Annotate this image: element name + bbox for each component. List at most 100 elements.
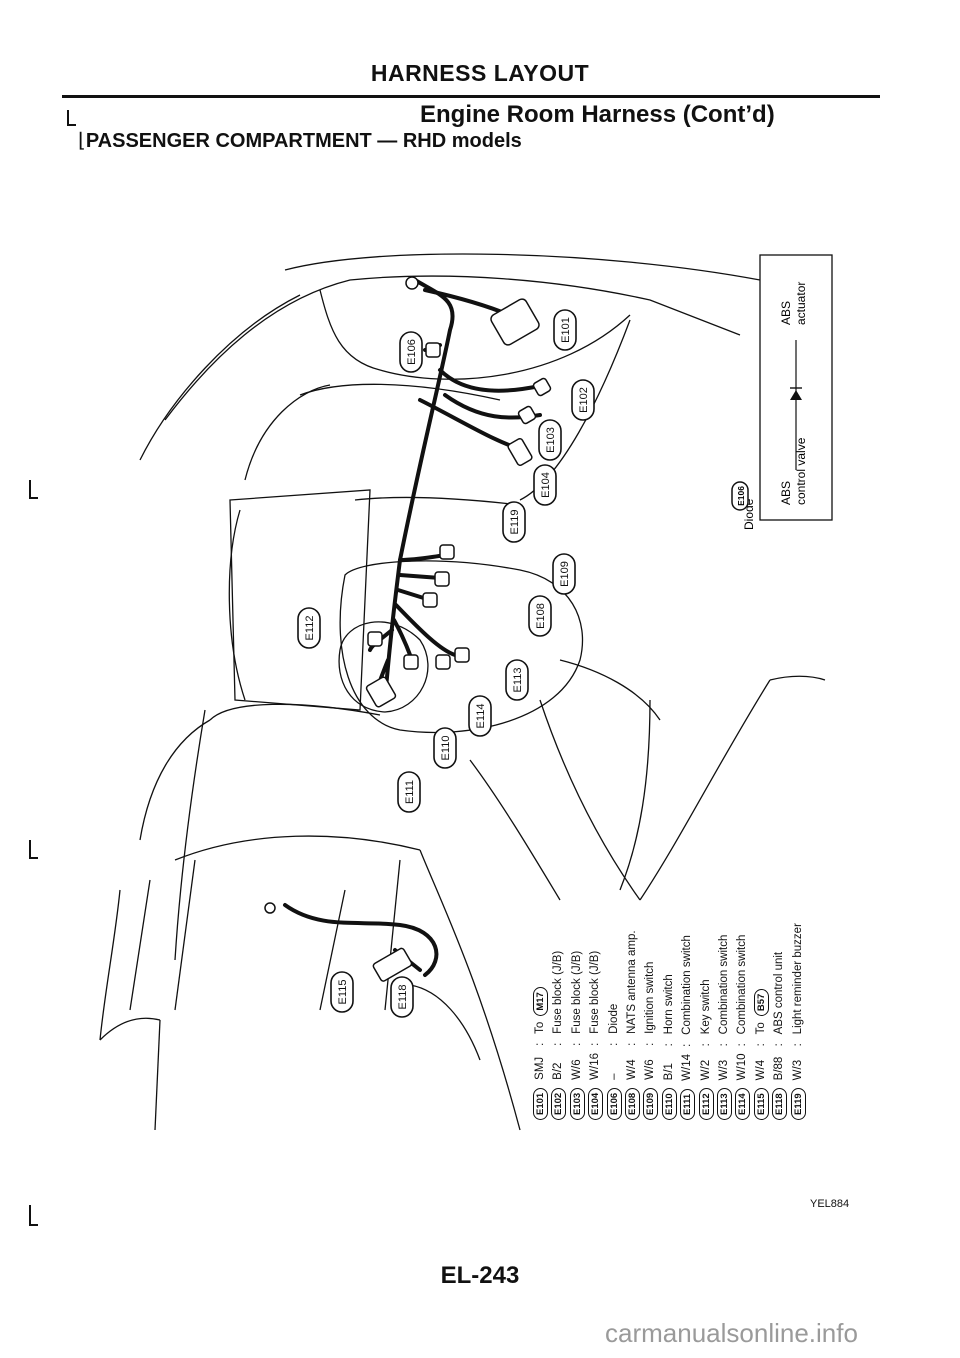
legend-description: Key switch [699, 979, 712, 1035]
diode-box: ABS control valve ABS actuator Diode E10… [731, 254, 833, 530]
legend-wire-code: W/4 [754, 1059, 767, 1081]
connector-callout-frame [571, 379, 595, 421]
legend-connector-badge: E119 [790, 1088, 806, 1120]
legend-wire-code: W/6 [644, 1059, 657, 1080]
watermark: carmanualsonline.info [605, 1318, 858, 1348]
connector-callout-e106: E106 [399, 331, 423, 373]
legend-separator: : [718, 1043, 730, 1047]
legend-row: E101 SMJ: To M17 [533, 860, 548, 1120]
legend-description: NATS antenna amp. [626, 930, 638, 1034]
legend-ref-badge: M17 [533, 987, 548, 1016]
connector-shapes [264, 276, 552, 982]
diode-symbol-icon [790, 390, 802, 400]
legend-row: E110B/1:Horn switch [661, 860, 677, 1120]
page-subtitle: Engine Room Harness (Cont’d) [420, 101, 775, 128]
legend-description: Horn switch [662, 974, 675, 1035]
connector-callout-frame [505, 659, 529, 701]
connector-callout-e115: E115 [330, 971, 354, 1013]
legend-wire-code: W/3 [791, 1059, 804, 1081]
legend-wire-code: – [607, 1073, 620, 1080]
connector-callout-code: E102 [578, 387, 590, 413]
legend-separator: : [534, 1042, 546, 1046]
connector-callout-e113: E113 [505, 659, 529, 701]
legend-separator: : [607, 1042, 620, 1046]
hook-mark-icon: ⌊ [78, 130, 86, 152]
diode-frame [759, 254, 833, 521]
legend-row: E103W/6:Fuse block (J/B) [569, 860, 585, 1120]
legend-connector-badge: E101 [533, 1087, 548, 1120]
legend-description: Combination switch [681, 935, 694, 1035]
connector-callout-frame [553, 309, 577, 351]
page-title: HARNESS LAYOUT [370, 60, 590, 86]
diode-connector-badge: E106 [731, 481, 749, 511]
connector-callout-frame [502, 501, 526, 543]
harness-wires [283, 278, 547, 977]
connector-callout-frame [297, 607, 321, 649]
section-heading: ⌊PASSENGER COMPARTMENT — RHD models [78, 128, 522, 153]
legend-description: ABS control unit [773, 951, 786, 1035]
connector-callout-code: E101 [560, 317, 572, 343]
connector-callout-code: E108 [535, 603, 547, 629]
page-number: EL-243 [440, 1262, 520, 1289]
legend-connector-badge: E106 [606, 1087, 622, 1120]
legend-wire-code: W/3 [718, 1059, 730, 1081]
connector-callout-frame [552, 553, 576, 595]
legend-description: Fuse block (J/B) [570, 950, 583, 1034]
diode-right-label-2: actuator [794, 282, 808, 325]
legend-row: E112 W/2: Key switch [698, 860, 714, 1120]
diode-connector-code: E106 [736, 486, 746, 506]
legend-row: E104W/16:Fuse block (J/B) [588, 860, 604, 1120]
legend-separator: : [736, 1043, 749, 1047]
connector-callout-code: E109 [559, 561, 571, 587]
legend-wire-code: B/1 [662, 1063, 675, 1081]
legend-connector-badge: E102 [551, 1087, 567, 1120]
legend-separator: : [552, 1042, 565, 1046]
legend-description: Fuse block (J/B) [552, 950, 565, 1034]
legend-wire-code: B/2 [552, 1062, 565, 1080]
connector-callout-frame [468, 695, 492, 737]
connector-callout-code: E110 [440, 736, 452, 761]
legend-connector-badge: E109 [643, 1087, 659, 1120]
legend-wire-code: SMJ [534, 1056, 546, 1080]
legend-ref-badge: B57 [753, 988, 769, 1017]
header-rule [62, 95, 880, 98]
legend-connector-badge: E113 [717, 1088, 732, 1120]
legend-row: E119W/3:Light reminder buzzer [790, 860, 806, 1120]
connector-callout-code: E119 [509, 510, 521, 535]
legend-connector-badge: E108 [625, 1087, 640, 1120]
legend-wire-code: W/14 [681, 1054, 694, 1081]
legend-description: To [534, 1021, 546, 1034]
legend-row: E108W/4:NATS antenna amp. [625, 860, 640, 1120]
connector-callout-e103: E103 [538, 419, 562, 461]
connector-callout-code: E114 [475, 704, 487, 729]
connector-callout-e119: E119 [502, 501, 526, 543]
legend-separator: : [699, 1043, 712, 1047]
legend-wire-code: W/6 [570, 1059, 583, 1080]
legend-row: E109 W/6: Ignition switch [643, 860, 659, 1120]
legend-connector-badge: E112 [698, 1088, 714, 1120]
margin-ticks [29, 110, 76, 1226]
section-heading-text: PASSENGER COMPARTMENT — RHD models [85, 130, 522, 152]
legend-row: E111W/14:Combination switch [680, 860, 696, 1120]
legend-description: Fuse block (J/B) [589, 950, 602, 1034]
drawing-code: YEL884 [810, 1198, 850, 1210]
legend-description: To [754, 1022, 767, 1035]
connector-callout-e110: E110 [433, 727, 457, 769]
diode-left-label-2: control valve [794, 437, 808, 505]
connector-callout-code: E112 [304, 616, 316, 641]
legend-wire-code: W/2 [699, 1059, 712, 1081]
connector-callout-code: E104 [540, 472, 552, 498]
vehicle-outline [99, 253, 826, 1131]
connector-callout-e111: E111 [397, 771, 421, 813]
legend-separator: : [626, 1042, 638, 1046]
legend-connector-badge: E104 [588, 1087, 604, 1120]
connector-callout-frame [397, 771, 421, 813]
legend-row: E115W/4:ToB57 [753, 860, 769, 1120]
legend-separator: : [644, 1042, 657, 1046]
connector-callout-code: E115 [337, 980, 349, 1005]
legend-description: Ignition switch [644, 961, 657, 1034]
legend-separator: : [662, 1043, 675, 1047]
legend-connector-badge: E115 [753, 1088, 769, 1120]
legend-separator: : [791, 1043, 804, 1047]
